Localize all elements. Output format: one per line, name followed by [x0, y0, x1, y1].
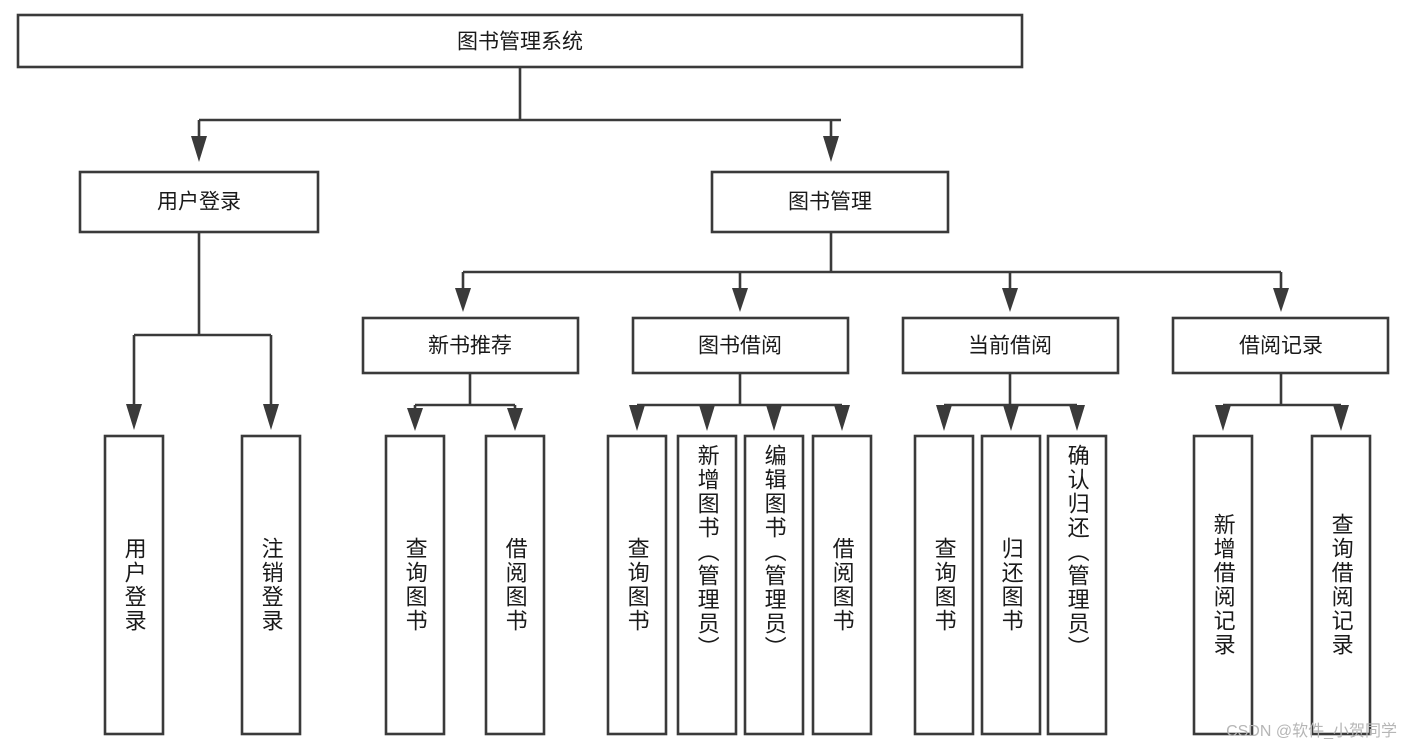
node-root[interactable]: 图书管理系统: [16, 13, 1024, 69]
arrow-head-leaf-confirm-return-admin: [1069, 405, 1085, 431]
node-user-login-label: 用户登录: [157, 191, 241, 214]
leaf-box-query-book-1[interactable]: [384, 434, 446, 736]
node-user-login[interactable]: 用户登录: [78, 170, 320, 234]
node-current-borrow-label: 当前借阅: [968, 335, 1052, 358]
leaf-box-borrow-book-2[interactable]: [811, 434, 873, 736]
arrow-head-leaf-query-book-3: [936, 405, 952, 431]
node-current-borrow-box[interactable]: [901, 316, 1120, 375]
arrow-head-leaf-user-login: [126, 404, 142, 430]
leaf-box-add-book-admin[interactable]: [676, 434, 738, 736]
arrow-head-current-borrow: [1002, 288, 1018, 312]
leaf-box-layer: [103, 434, 1372, 736]
arrow-head-book-manage: [823, 136, 839, 162]
leaf-box-query-book-3[interactable]: [913, 434, 975, 736]
node-user-login-box[interactable]: [78, 170, 320, 234]
arrow-head-leaf-query-borrow-record: [1333, 405, 1349, 431]
connector-layer: [126, 67, 1349, 431]
arrow-head-book-borrow: [732, 288, 748, 312]
node-book-borrow[interactable]: 图书借阅: [631, 316, 850, 375]
node-borrow-record-label: 借阅记录: [1239, 335, 1323, 358]
arrow-head-leaf-return-book: [1003, 405, 1019, 431]
node-new-book-recommend-box[interactable]: [361, 316, 580, 375]
leaf-box-user-login[interactable]: [103, 434, 165, 736]
node-book-borrow-label: 图书借阅: [698, 335, 782, 358]
node-root-box[interactable]: [16, 13, 1024, 69]
leaf-box-edit-book-admin[interactable]: [743, 434, 805, 736]
arrow-head-user-login: [191, 136, 207, 162]
node-borrow-record[interactable]: 借阅记录: [1171, 316, 1390, 375]
node-root-label: 图书管理系统: [457, 31, 583, 54]
leaf-box-return-book[interactable]: [980, 434, 1042, 736]
arrow-head-leaf-borrow-book-1: [507, 408, 523, 431]
arrow-head-leaf-edit-book-admin: [766, 405, 782, 431]
leaf-box-add-borrow-record[interactable]: [1192, 434, 1254, 736]
node-current-borrow[interactable]: 当前借阅: [901, 316, 1120, 375]
leaf-box-confirm-return-admin[interactable]: [1046, 434, 1108, 736]
leaf-box-query-borrow-record[interactable]: [1310, 434, 1372, 736]
node-book-manage-label: 图书管理: [788, 191, 872, 214]
node-new-book-recommend-label: 新书推荐: [428, 335, 512, 358]
node-book-manage-box[interactable]: [710, 170, 950, 234]
arrow-head-leaf-query-book-1: [407, 408, 423, 431]
node-borrow-record-box[interactable]: [1171, 316, 1390, 375]
arrow-head-leaf-logout-login: [263, 404, 279, 430]
csdn-watermark: CSDN @软件_小贺同学: [1226, 723, 1397, 740]
arrow-head-leaf-borrow-book-2: [834, 405, 850, 431]
node-new-book-recommend[interactable]: 新书推荐: [361, 316, 580, 375]
leaf-box-query-book-2[interactable]: [606, 434, 668, 736]
leaf-box-logout-login[interactable]: [240, 434, 302, 736]
arrow-head-leaf-add-book-admin: [699, 405, 715, 431]
node-book-borrow-box[interactable]: [631, 316, 850, 375]
arrow-head-new-book-recommend: [455, 288, 471, 312]
arrow-head-leaf-add-borrow-record: [1215, 405, 1231, 431]
arrow-head-borrow-record: [1273, 288, 1289, 312]
node-book-manage[interactable]: 图书管理: [710, 170, 950, 234]
arrow-head-leaf-query-book-2: [629, 405, 645, 431]
leaf-box-borrow-book-1[interactable]: [484, 434, 546, 736]
